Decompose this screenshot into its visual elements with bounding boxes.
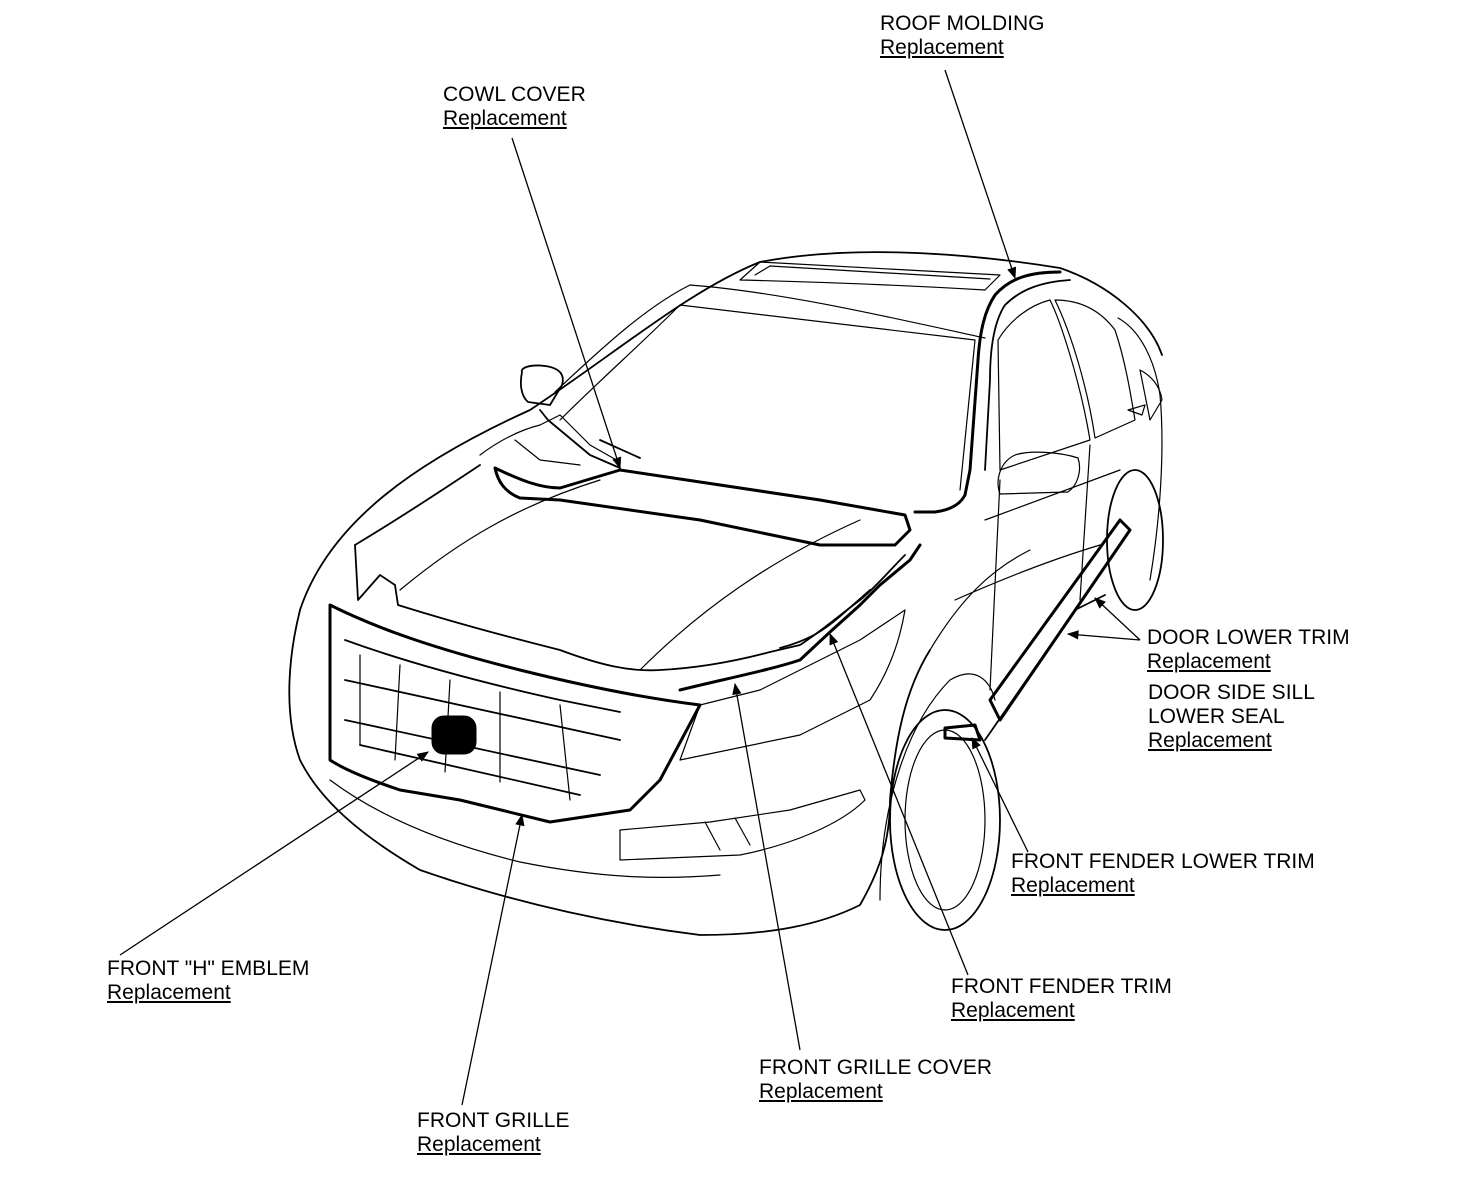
front-wheel-rim bbox=[904, 729, 986, 911]
front-fender-lower-trim-leader bbox=[971, 736, 1029, 853]
sunroof bbox=[739, 261, 1001, 291]
front-fender-trim-label: FRONT FENDER TRIM bbox=[951, 975, 1172, 998]
windshield-glass bbox=[559, 304, 976, 491]
cowl-detail bbox=[479, 414, 621, 466]
callout-front-fender-lower-trim: FRONT FENDER LOWER TRIM Replacement bbox=[1011, 850, 1315, 898]
front-grille-label: FRONT GRILLE bbox=[417, 1109, 570, 1132]
callout-roof-molding: ROOF MOLDING Replacement bbox=[880, 12, 1045, 60]
front-wheel bbox=[889, 709, 1001, 931]
rear-light bbox=[1139, 369, 1163, 421]
a-pillar-inner bbox=[984, 279, 1071, 471]
side-mirror-left bbox=[520, 364, 564, 406]
rear-door-window bbox=[1054, 299, 1136, 439]
callout-front-grille-cover: FRONT GRILLE COVER Replacement bbox=[759, 1056, 992, 1104]
door-seams bbox=[984, 444, 1121, 691]
cowl-cover-replacement-link[interactable]: Replacement bbox=[443, 107, 567, 130]
roof-molding-replacement-link[interactable]: Replacement bbox=[880, 36, 1004, 59]
leader-lines bbox=[119, 69, 1141, 1106]
front-grille-part bbox=[328, 603, 702, 824]
door-lower-trim-label: DOOR LOWER TRIM bbox=[1147, 626, 1350, 649]
front-fender-trim-leader bbox=[829, 632, 969, 976]
roof-molding-label: ROOF MOLDING bbox=[880, 12, 1045, 35]
door-lower-trim-part bbox=[988, 518, 1132, 722]
headlight bbox=[679, 609, 906, 761]
hood-left-edge bbox=[354, 544, 396, 601]
wiper bbox=[539, 409, 641, 469]
rear-door-handle bbox=[1127, 404, 1146, 416]
callout-door-side-sill-lower-seal: DOOR SIDE SILL LOWER SEAL Replacement bbox=[1148, 681, 1315, 753]
front-bumper bbox=[288, 609, 931, 936]
hood-crease bbox=[399, 479, 861, 671]
front-h-emblem-replacement-link[interactable]: Replacement bbox=[107, 981, 231, 1004]
roof-molding-leader bbox=[944, 69, 1017, 280]
door-lower-trim-leader-2 bbox=[1066, 630, 1141, 641]
cowl-cover-part bbox=[493, 466, 912, 547]
front-grille-cover-replacement-link[interactable]: Replacement bbox=[759, 1080, 883, 1103]
side-mirror-right bbox=[997, 451, 1081, 495]
cowl-cover-label: COWL COVER bbox=[443, 83, 586, 106]
front-h-emblem-part bbox=[431, 715, 477, 755]
callout-front-fender-trim: FRONT FENDER TRIM Replacement bbox=[951, 975, 1172, 1023]
rear-quarter bbox=[1117, 317, 1163, 581]
callout-door-lower-trim: DOOR LOWER TRIM Replacement bbox=[1147, 626, 1350, 674]
bumper-lower bbox=[329, 779, 721, 879]
front-fender-lower-trim-replacement-link[interactable]: Replacement bbox=[1011, 874, 1135, 897]
front-h-emblem-leader bbox=[119, 751, 429, 956]
front-grille-replacement-link[interactable]: Replacement bbox=[417, 1133, 541, 1156]
front-grille-cover-label: FRONT GRILLE COVER bbox=[759, 1056, 992, 1079]
door-lower-trim-replacement-link[interactable]: Replacement bbox=[1147, 650, 1271, 673]
front-grille-cover-part bbox=[678, 543, 922, 692]
fog-light-inner bbox=[704, 817, 751, 851]
door-side-sill-label-line1: DOOR SIDE SILL bbox=[1148, 681, 1315, 704]
front-h-emblem-label: FRONT "H" EMBLEM bbox=[107, 957, 310, 980]
front-fender-trim-replacement-link[interactable]: Replacement bbox=[951, 999, 1075, 1022]
front-fender-lower-trim-label: FRONT FENDER LOWER TRIM bbox=[1011, 850, 1315, 873]
front-grille-leader bbox=[461, 813, 525, 1106]
windshield-upper-edge bbox=[554, 284, 986, 393]
callout-front-grille: FRONT GRILLE Replacement bbox=[417, 1109, 569, 1157]
car-outline bbox=[288, 251, 1164, 936]
rear-wheel bbox=[1106, 469, 1164, 611]
body-side-lines bbox=[929, 544, 1101, 651]
fog-light bbox=[619, 789, 866, 861]
front-fender-trim-part bbox=[779, 589, 871, 649]
roof-molding-part bbox=[913, 270, 1062, 514]
door-side-sill-replacement-link[interactable]: Replacement bbox=[1148, 729, 1272, 752]
sunroof-inner bbox=[754, 265, 991, 280]
front-fender-lower-trim-part bbox=[943, 723, 982, 742]
front-wheel-arch bbox=[879, 673, 996, 901]
door-side-sill-label-line2: LOWER SEAL bbox=[1148, 705, 1285, 728]
door-lower-trim-leader-1 bbox=[1094, 597, 1141, 641]
front-grille-cover-leader bbox=[732, 682, 801, 1051]
callout-cowl-cover: COWL COVER Replacement bbox=[443, 83, 586, 131]
callout-front-h-emblem: FRONT "H" EMBLEM Replacement bbox=[107, 957, 309, 1005]
roof-outline bbox=[299, 251, 1163, 611]
front-grille-inner bbox=[344, 639, 621, 796]
front-door-window bbox=[997, 299, 1091, 471]
cowl-cover-leader bbox=[511, 137, 622, 470]
